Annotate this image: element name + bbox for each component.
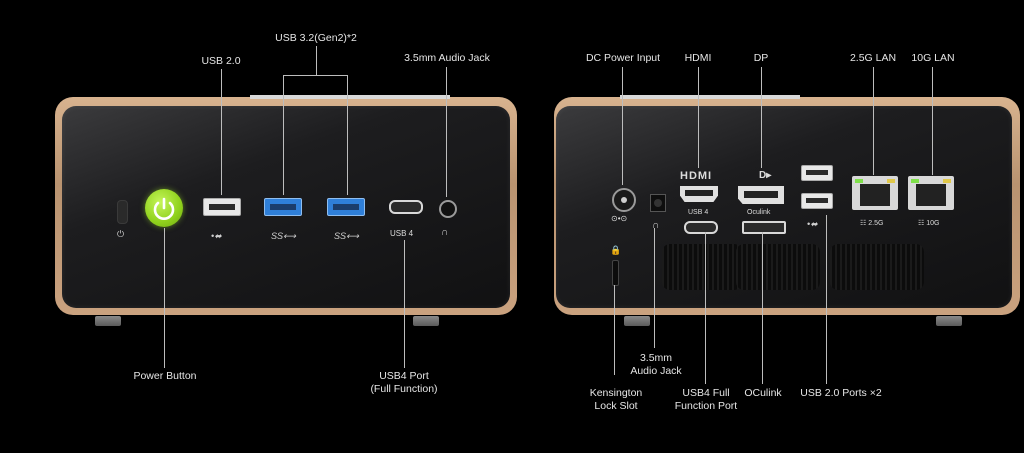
- label-lan-2-5g: 2.5G LAN: [849, 52, 897, 64]
- front-unit: ⏻ •⬌ SS⟷ SS⟷ USB 4 ∩ USB 2.0 USB 3.2(Gen…: [55, 32, 517, 395]
- back-foot-right: [936, 316, 962, 326]
- front-usb4-port[interactable]: [389, 200, 423, 214]
- power-symbol-icon: ⏻: [117, 229, 125, 239]
- front-foot-left: [95, 316, 121, 326]
- oculink-port[interactable]: [742, 221, 786, 234]
- callout-line: [283, 75, 348, 76]
- back-usb2-port-1[interactable]: [801, 165, 833, 181]
- label-audio-jack: 3.5mm Audio Jack: [404, 52, 490, 64]
- callout-line: [762, 232, 763, 384]
- usb-symbol-icon: •⬌: [211, 231, 222, 241]
- lan-2-5g-port[interactable]: [852, 176, 898, 210]
- callout-line: [404, 240, 405, 368]
- label-oculink: OCulink: [744, 387, 782, 399]
- back-usb4-marking: USB 4: [688, 209, 709, 216]
- lan-10g-port[interactable]: [908, 176, 954, 210]
- dp-icon: D▸: [759, 170, 772, 181]
- oculink-marking: Oculink: [747, 209, 771, 216]
- network-icon: ☷: [918, 220, 927, 227]
- callout-line: [283, 75, 284, 195]
- callout-line: [316, 46, 317, 75]
- power-indicator-slot: [117, 200, 128, 224]
- back-usb-symbol-icon: •⬌: [807, 219, 818, 229]
- headphone-icon: ∩: [441, 227, 449, 238]
- lock-icon: 🔒: [610, 245, 622, 255]
- back-headphone-icon: ∩: [652, 220, 660, 231]
- power-icon: [153, 197, 175, 220]
- callout-line: [347, 75, 348, 195]
- dp-port[interactable]: [738, 186, 784, 204]
- front-usb32-port-1[interactable]: [264, 198, 302, 216]
- hdmi-port[interactable]: [680, 186, 718, 202]
- lan-2-5g-mark-text: 2.5G: [868, 220, 884, 227]
- front-audio-jack[interactable]: [439, 200, 457, 218]
- dc-power-port[interactable]: [612, 188, 636, 212]
- back-usb4-port[interactable]: [684, 221, 718, 234]
- back-audio-jack[interactable]: [650, 194, 666, 212]
- callout-line: [761, 67, 762, 168]
- vent-1: [662, 244, 742, 290]
- callout-line: [705, 232, 706, 384]
- back-foot-left: [624, 316, 650, 326]
- callout-line: [164, 228, 165, 368]
- power-button[interactable]: [145, 189, 183, 227]
- vent-3: [830, 244, 924, 290]
- callout-line: [698, 67, 699, 168]
- front-usb4-marking: USB 4: [390, 229, 414, 238]
- callout-line: [622, 67, 623, 185]
- label-usb2-ports: USB 2.0 Ports ×2: [800, 387, 882, 399]
- label-dc-power-input: DC Power Input: [585, 52, 661, 64]
- callout-line: [614, 285, 615, 375]
- superspeed-icon-2: SS⟷: [334, 231, 359, 241]
- front-top-edge: [250, 95, 450, 99]
- lan-2-5g-marking: ☷ 2.5G: [860, 219, 883, 227]
- callout-line: [654, 228, 655, 348]
- label-usb2: USB 2.0: [201, 55, 241, 67]
- callout-line: [932, 67, 933, 175]
- lan-10g-mark-text: 10G: [926, 220, 940, 227]
- vent-2: [736, 244, 820, 290]
- label-usb4-full-function: USB4 Full Function Port: [674, 387, 738, 412]
- front-usb2-port[interactable]: [203, 198, 241, 216]
- label-hdmi: HDMI: [684, 52, 712, 64]
- label-dp: DP: [753, 52, 769, 64]
- label-kensington: Kensington Lock Slot: [589, 387, 643, 412]
- back-usb2-port-2[interactable]: [801, 193, 833, 209]
- dc-polarity-icon: ⊙•⊙: [611, 214, 628, 223]
- label-usb32: USB 3.2(Gen2)*2: [275, 32, 357, 44]
- label-usb4-port: USB4 Port (Full Function): [370, 370, 438, 395]
- label-power-button: Power Button: [133, 370, 197, 382]
- superspeed-icon-1: SS⟷: [271, 231, 296, 241]
- callout-line: [826, 215, 827, 384]
- lan-10g-marking: ☷ 10G: [918, 219, 939, 227]
- callout-line: [221, 69, 222, 195]
- front-usb32-port-2[interactable]: [327, 198, 365, 216]
- network-icon: ☷: [860, 220, 869, 227]
- back-top-edge: [620, 95, 800, 99]
- label-lan-10g: 10G LAN: [911, 52, 955, 64]
- kensington-slot[interactable]: [612, 260, 619, 286]
- callout-line: [873, 67, 874, 175]
- front-foot-right: [413, 316, 439, 326]
- callout-line: [446, 67, 447, 197]
- label-audio-jack-back: 3.5mm Audio Jack: [630, 352, 682, 377]
- hdmi-logo: HDMI: [680, 170, 713, 182]
- back-unit: ⊙•⊙ ∩ 🔒 HDMI USB 4 D▸ Oculink •⬌ ☷ 2.5G …: [540, 0, 1024, 453]
